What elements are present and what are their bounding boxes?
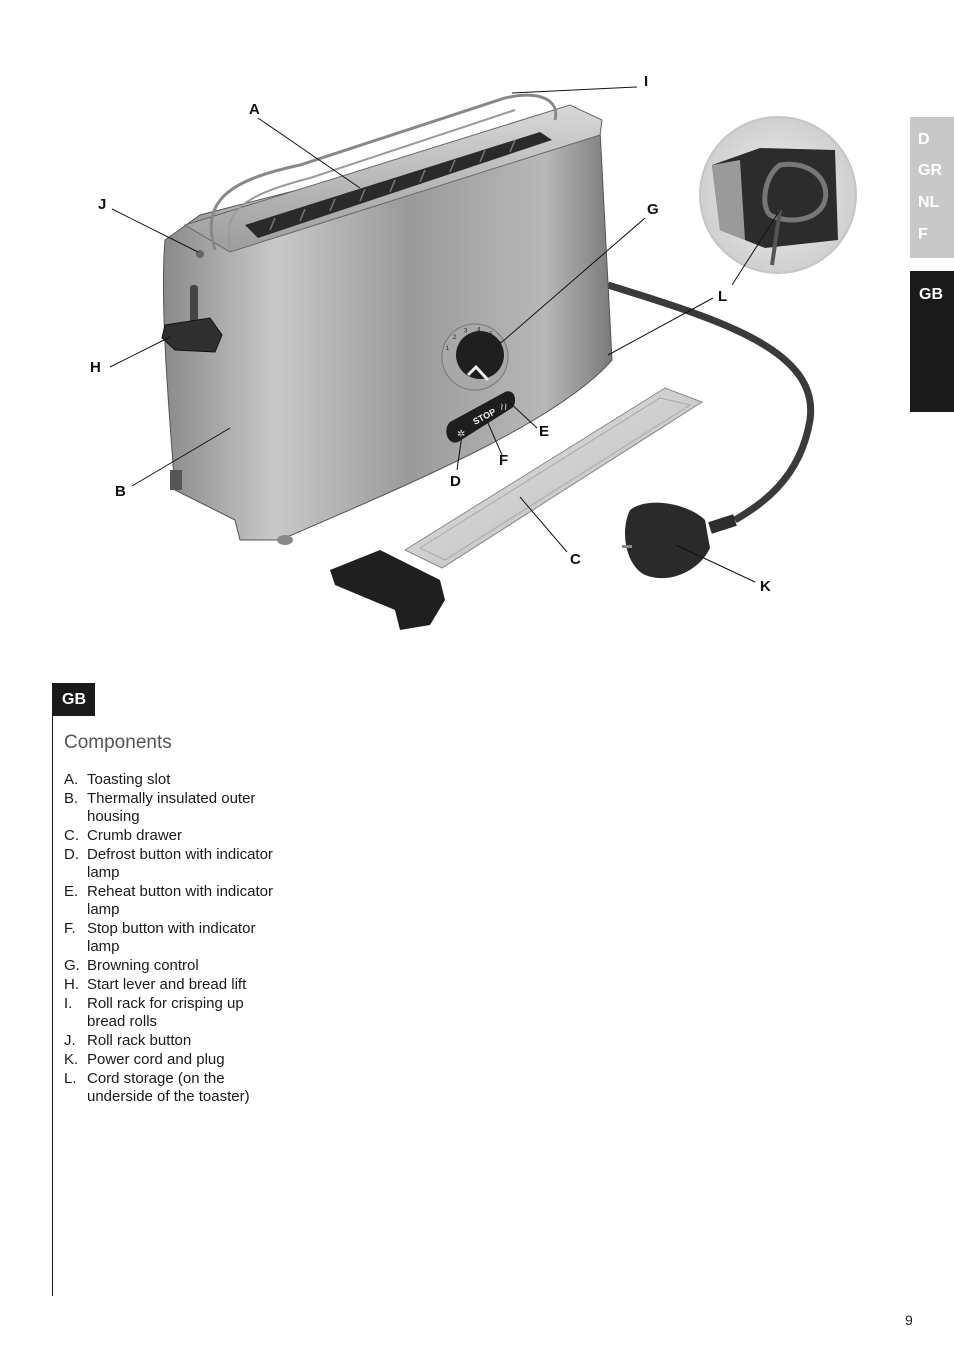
list-item: C. Crumb drawer [64,827,284,845]
dial-number: 1 [446,346,450,352]
lang-tab-f[interactable]: F [918,226,928,243]
item-letter: C. [64,827,79,844]
list-item: K. Power cord and plug [64,1051,284,1069]
item-letter: L. [64,1070,77,1087]
list-item: I. Roll rack for crisping up bread rolls [64,995,284,1031]
section-divider [52,683,53,1296]
item-letter: H. [64,976,79,993]
item-text: Roll rack for crisping up bread rolls [87,995,244,1030]
item-text: Crumb drawer [87,827,183,844]
callout-a: A [249,101,260,118]
toasting-slot [245,132,552,238]
dial-number: 3 [464,328,468,334]
callout-d: D [450,473,461,490]
item-letter: K. [64,1051,79,1068]
crumb-drawer-handle [330,550,445,630]
list-item: L. Cord storage (on the underside of the … [64,1070,284,1106]
callout-g: G [647,201,659,218]
callout-f: F [499,452,509,469]
item-letter: A. [64,771,79,788]
components-list: A. Toasting slot B. Thermally insulated ou… [64,771,284,1107]
item-text: Start lever and bread lift [87,976,247,993]
toaster-illustration: ✲ STOP ≀≀ 12 3 4 [109,86,857,630]
callout-l: L [718,288,728,305]
list-item: F. Stop button with indicator lamp [64,920,284,956]
control-panel [446,391,516,443]
list-item: D. Defrost button with indicator lamp [64,846,284,882]
item-text: Stop button with indicator lamp [87,920,256,955]
item-text: Cord storage (on the underside of the to… [87,1070,250,1105]
item-text: Toasting slot [87,771,171,788]
reheat-symbol: ≀≀ [500,402,508,413]
list-item: B. Thermally insulated outer housing [64,790,284,826]
item-letter: F. [64,920,76,937]
language-badge: GB [53,683,95,716]
list-item: J. Roll rack button [64,1032,284,1050]
page-number: 9 [905,1312,913,1328]
item-text: Power cord and plug [87,1051,225,1068]
item-letter: J. [64,1032,76,1049]
list-item: H. Start lever and bread lift [64,976,284,994]
power-cord [606,281,815,524]
item-letter: I. [64,995,73,1012]
dial-number: 6 [498,342,502,348]
cord-storage [762,161,829,223]
crumb-drawer [330,387,704,630]
callout-e: E [539,423,550,440]
callout-k: K [760,578,771,595]
lang-tab-gb-active[interactable]: GB [910,271,954,412]
callout-b: B [115,483,126,500]
item-text: Browning control [87,957,199,974]
dial-number: 5 [489,332,493,338]
lang-tab-d[interactable]: D [918,131,930,148]
item-text: Defrost button with indicator lamp [87,846,273,881]
item-letter: D. [64,846,79,863]
item-letter: G. [64,957,80,974]
lang-tab-nl[interactable]: NL [918,194,940,211]
toaster-body: ✲ STOP ≀≀ [161,93,613,545]
item-letter: E. [64,883,79,900]
start-lever [161,317,223,353]
list-item: G. Browning control [64,957,284,975]
item-letter: B. [64,790,79,807]
dial-number: 4 [477,327,481,333]
dial-number: 2 [453,335,457,341]
section-title: Components [64,732,172,753]
item-text: Roll rack button [87,1032,192,1049]
defrost-symbol: ✲ [457,429,465,440]
callout-i: I [644,73,649,90]
inset-detail [699,116,857,274]
list-item: E. Reheat button with indicator lamp [64,883,284,919]
browning-dial [456,331,504,379]
lang-tab-gr[interactable]: GR [918,162,942,179]
callout-c: C [570,551,581,568]
lang-tab-gb-label: GB [919,286,943,303]
list-item: A. Toasting slot [64,771,284,789]
callout-j: J [98,196,107,213]
power-plug [622,502,737,579]
callout-h: H [90,359,101,376]
item-text: Reheat button with indicator lamp [87,883,273,918]
roll-rack [209,93,558,251]
item-text: Thermally insulated outer housing [87,790,256,825]
language-tabs: D GR NL F [910,117,954,258]
